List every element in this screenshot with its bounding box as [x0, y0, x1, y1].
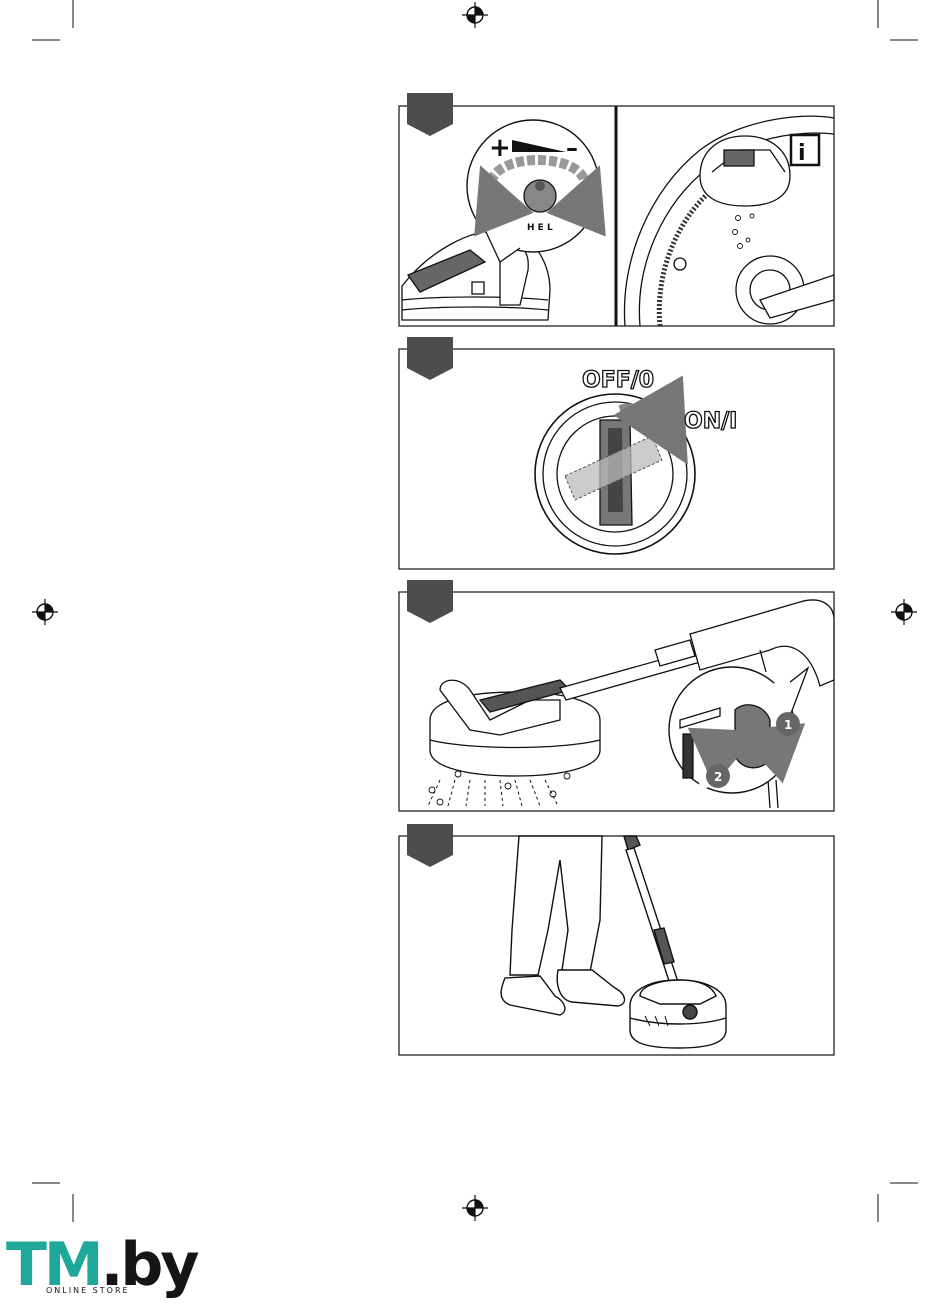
svg-text:–: – — [566, 134, 578, 162]
svg-text:H E L: H E L — [527, 223, 553, 233]
switch-off-label: OFF/0 — [582, 368, 654, 393]
panel-power-switch: OFF/0 ON/I — [399, 337, 834, 569]
callout-2: 2 — [706, 764, 730, 788]
info-icon: i — [791, 135, 819, 166]
panel-trigger: 1 2 — [399, 580, 834, 811]
svg-text:+: + — [489, 133, 511, 163]
svg-text:i: i — [798, 141, 806, 166]
svg-text:2: 2 — [714, 770, 722, 784]
callout-1: 1 — [776, 712, 800, 736]
registration-mark-bottom — [462, 1195, 488, 1221]
power-switch-dial — [535, 394, 695, 554]
registration-mark-right — [891, 599, 917, 625]
panel-adjust-nozzle: + – H E L — [399, 93, 834, 326]
registration-mark-left — [32, 599, 58, 625]
svg-text:1: 1 — [784, 718, 792, 732]
panel-usage — [399, 824, 834, 1055]
switch-on-label: ON/I — [684, 409, 737, 434]
tmby-logo: TM.by ONLINE STORE — [4, 1232, 164, 1304]
registration-mark-top — [462, 2, 488, 28]
logo-tagline: ONLINE STORE — [44, 1286, 132, 1295]
